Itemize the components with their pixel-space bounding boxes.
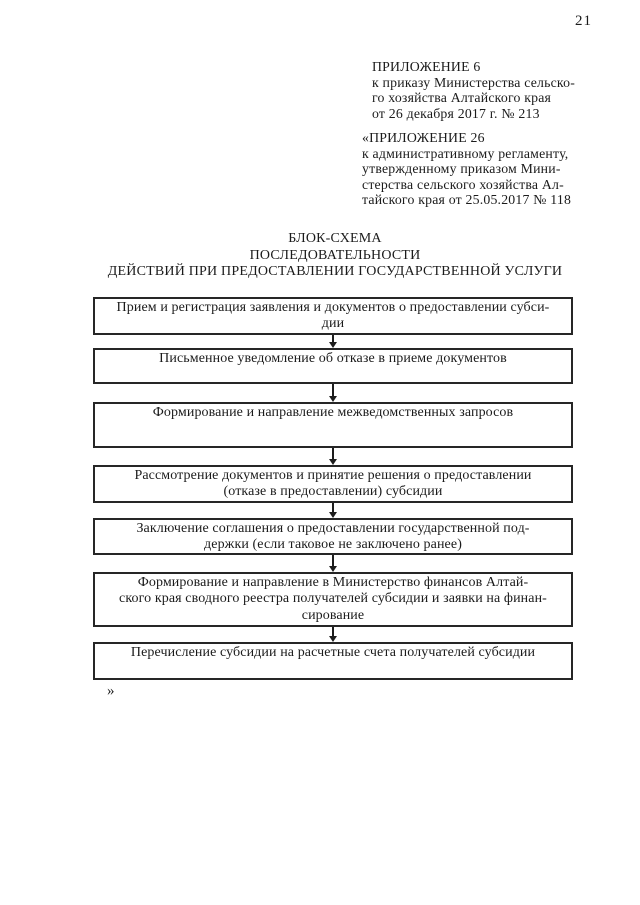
arrow-down-icon: [327, 627, 339, 642]
flow-step-2-label: Письменное уведомление об отказе в прием…: [159, 351, 507, 366]
flow-step-2: Письменное уведомление об отказе в прием…: [93, 348, 573, 384]
arrow-down-icon: [327, 384, 339, 402]
document-title: БЛОК-СХЕМА ПОСЛЕДОВАТЕЛЬНОСТИ ДЕЙСТВИЙ П…: [107, 231, 563, 280]
flow-step-4-label: Рассмотрение документов и принятие решен…: [134, 468, 532, 500]
flow-step-3-label: Формирование и направление межведомствен…: [152, 405, 514, 420]
appendix-reference-2: «ПРИЛОЖЕНИЕ 26 к административному регла…: [362, 130, 572, 208]
page-number: 21: [575, 13, 592, 29]
flow-step-4: Рассмотрение документов и принятие решен…: [93, 465, 573, 503]
flowchart: Прием и регистрация заявления и документ…: [93, 297, 573, 680]
flow-step-7: Перечисление субсидии на расчетные счета…: [93, 642, 573, 680]
closing-quote-mark: »: [107, 683, 115, 699]
flow-step-1: Прием и регистрация заявления и документ…: [93, 297, 573, 335]
flow-step-7-label: Перечисление субсидии на расчетные счета…: [130, 645, 536, 660]
flow-step-6-label: Формирование и направление в Министерств…: [119, 575, 547, 623]
appendix-reference-1: ПРИЛОЖЕНИЕ 6 к приказу Министерства сель…: [372, 59, 576, 121]
flow-step-3: Формирование и направление межведомствен…: [93, 402, 573, 448]
arrow-down-icon: [327, 448, 339, 465]
flow-step-5-label: Заключение соглашения о предоставлении г…: [136, 521, 530, 553]
arrow-down-icon: [327, 555, 339, 572]
flow-step-6: Формирование и направление в Министерств…: [93, 572, 573, 627]
arrow-down-icon: [327, 503, 339, 518]
flow-step-1-label: Прием и регистрация заявления и документ…: [116, 300, 550, 332]
arrow-down-icon: [327, 335, 339, 348]
flow-step-5: Заключение соглашения о предоставлении г…: [93, 518, 573, 555]
